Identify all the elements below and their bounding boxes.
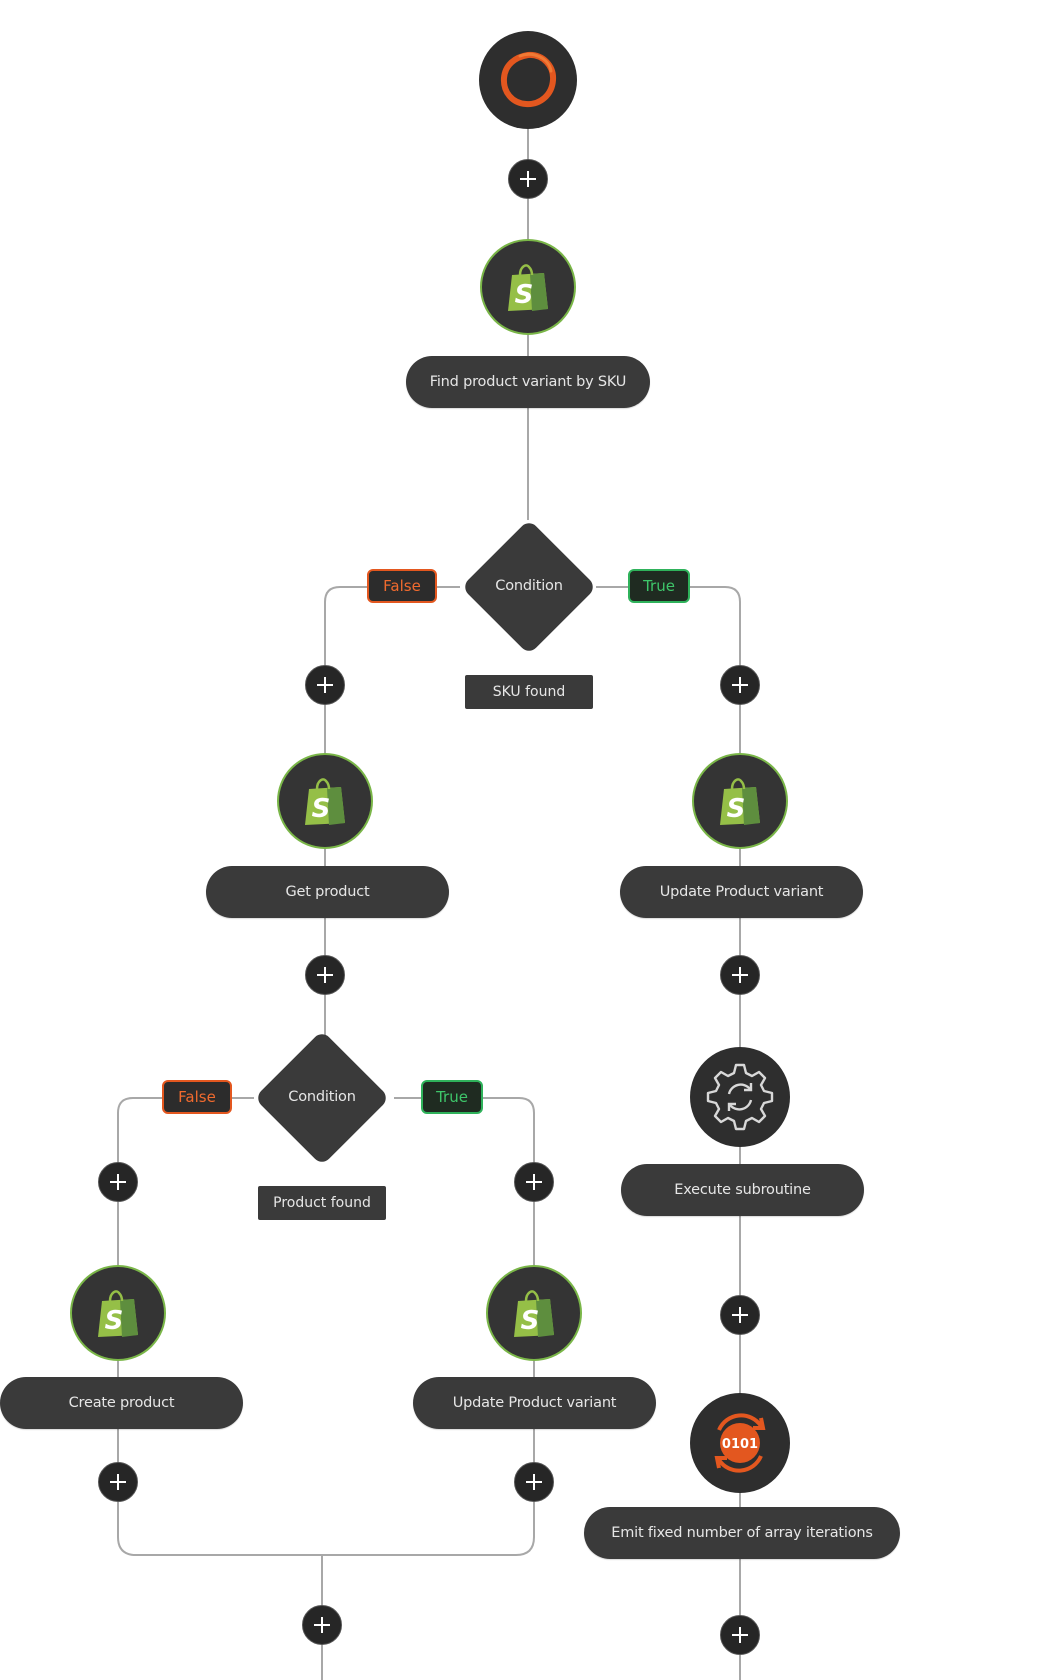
shopify-bag-icon: S: [720, 778, 760, 825]
step-execute-subroutine[interactable]: Execute subroutine: [621, 1164, 864, 1216]
svg-text:S: S: [105, 1306, 124, 1336]
add-step-button[interactable]: [720, 955, 760, 995]
shopify-bag-icon: S: [508, 264, 548, 311]
shopify-node-create-product[interactable]: S: [70, 1265, 166, 1361]
trigger-node[interactable]: [479, 31, 577, 129]
svg-text:S: S: [312, 794, 331, 824]
step-update-variant-inner[interactable]: Update Product variant: [413, 1377, 656, 1429]
iterator-badge: 0101: [722, 1437, 758, 1452]
binary-loop-icon: 0101: [714, 1413, 766, 1473]
shopify-node-get-product[interactable]: S: [277, 753, 373, 849]
step-create-product[interactable]: Create product: [0, 1377, 243, 1429]
shopify-node-update-variant-inner[interactable]: S: [486, 1265, 582, 1361]
add-step-button[interactable]: [305, 955, 345, 995]
branch-false-tag: False: [162, 1080, 232, 1114]
step-get-product[interactable]: Get product: [206, 866, 449, 918]
iterator-node[interactable]: 0101: [690, 1393, 790, 1493]
step-emit-iterations[interactable]: Emit fixed number of array iterations: [584, 1507, 900, 1559]
svg-text:S: S: [727, 794, 746, 824]
shopify-bag-icon: S: [514, 1290, 554, 1337]
step-find-variant[interactable]: Find product variant by SKU: [406, 356, 650, 408]
add-step-button[interactable]: [720, 1295, 760, 1335]
step-update-variant-right[interactable]: Update Product variant: [620, 866, 863, 918]
add-step-button[interactable]: [98, 1162, 138, 1202]
subroutine-node[interactable]: [690, 1047, 790, 1147]
add-step-button[interactable]: [720, 1615, 760, 1655]
condition-sku-caption: SKU found: [465, 675, 593, 709]
shopify-node-update-variant[interactable]: S: [692, 753, 788, 849]
svg-text:S: S: [515, 280, 534, 310]
add-step-button[interactable]: [302, 1605, 342, 1645]
shopify-node-find-variant[interactable]: S: [480, 239, 576, 335]
add-step-button[interactable]: [508, 159, 548, 199]
branch-true-tag: True: [628, 569, 690, 603]
branch-false-tag: False: [367, 569, 437, 603]
condition-product-label: Condition: [288, 1089, 356, 1105]
gear-sync-icon: [706, 1063, 774, 1131]
condition-sku-label: Condition: [495, 578, 563, 594]
branch-true-tag: True: [421, 1080, 483, 1114]
add-step-button[interactable]: [514, 1162, 554, 1202]
shopify-bag-icon: S: [305, 778, 345, 825]
add-step-button[interactable]: [98, 1462, 138, 1502]
add-step-button[interactable]: [720, 665, 760, 705]
orange-ring-icon: [500, 51, 557, 108]
add-step-button[interactable]: [514, 1462, 554, 1502]
condition-product-caption: Product found: [258, 1186, 386, 1220]
add-step-button[interactable]: [305, 665, 345, 705]
svg-text:S: S: [521, 1306, 540, 1336]
shopify-bag-icon: S: [98, 1290, 138, 1337]
